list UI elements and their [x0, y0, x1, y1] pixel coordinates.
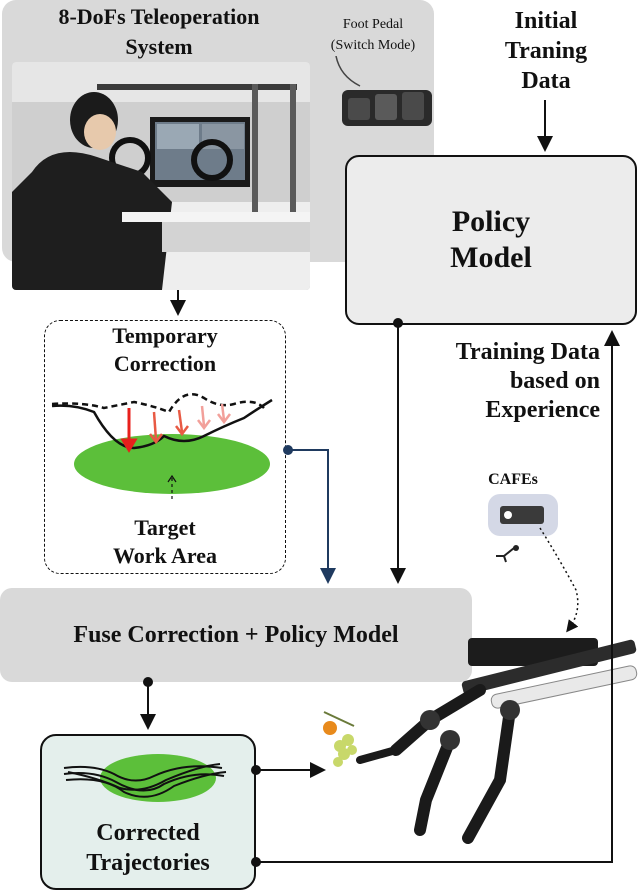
target-work-area-ellipse: [74, 434, 270, 494]
policy-model-line2: Model: [450, 241, 532, 274]
temporary-correction-line2: Correction: [113, 351, 217, 376]
correction-arrows-faded: [149, 409, 189, 445]
target-work-area-line2: Work Area: [112, 543, 218, 568]
target-work-area-label: Target Work Area: [44, 514, 286, 570]
teleop-title-line1: 8-DoFs Teleoperation: [58, 4, 260, 29]
corrected-trajectories-line1: Corrected: [96, 820, 200, 846]
training-experience-line3: Experience: [485, 397, 600, 423]
teleop-operator-photo: [12, 62, 310, 290]
corrected-trajectories-label: Corrected Trajectories: [40, 818, 256, 878]
temporary-correction-line1: Temporary: [112, 323, 218, 348]
correction-arrows: [120, 408, 138, 453]
training-experience-line1: Training Data: [455, 339, 600, 365]
correction-illustration: [51, 393, 273, 500]
teleop-title: 8-DoFs Teleoperation System: [14, 2, 304, 62]
target-work-area-line1: Target: [134, 515, 196, 540]
initial-label-line2: Traning: [504, 38, 588, 64]
initial-label-line1: Initial: [514, 8, 578, 34]
temporary-correction-title: Temporary Correction: [44, 322, 286, 378]
training-experience-line2: based on: [509, 368, 600, 394]
policy-model-box: Policy Model: [345, 155, 637, 325]
foot-pedal-label-line1: Foot Pedal: [342, 17, 404, 32]
corrected-trajectories-line2: Trajectories: [86, 850, 210, 876]
foot-pedal-label: Foot Pedal (Switch Mode): [308, 14, 438, 56]
foot-pedal-icon: [335, 56, 432, 126]
corrected-trajectories-illustration: [63, 754, 227, 802]
original-trajectory-line: [51, 393, 265, 414]
robot-arms-photo: [323, 638, 638, 844]
initial-label-line3: Data: [521, 68, 571, 94]
teleop-title-line2: System: [125, 34, 193, 59]
policy-model-line1: Policy: [451, 205, 531, 238]
arrow-correction-to-fuse: [288, 449, 336, 584]
corrected-trajectory-line: [51, 398, 273, 450]
training-experience-label: Training Data based on Experience: [410, 338, 600, 425]
cafes-device-icon: [488, 494, 558, 563]
grape-cluster: [333, 734, 357, 767]
cafes-label: CAFEs: [488, 471, 538, 488]
foot-pedal-label-line2: (Switch Mode): [330, 38, 416, 53]
initial-training-data-label: Initial Traning Data: [478, 6, 614, 96]
orange-fruit: [323, 721, 337, 735]
teleop-photo: [12, 62, 310, 290]
